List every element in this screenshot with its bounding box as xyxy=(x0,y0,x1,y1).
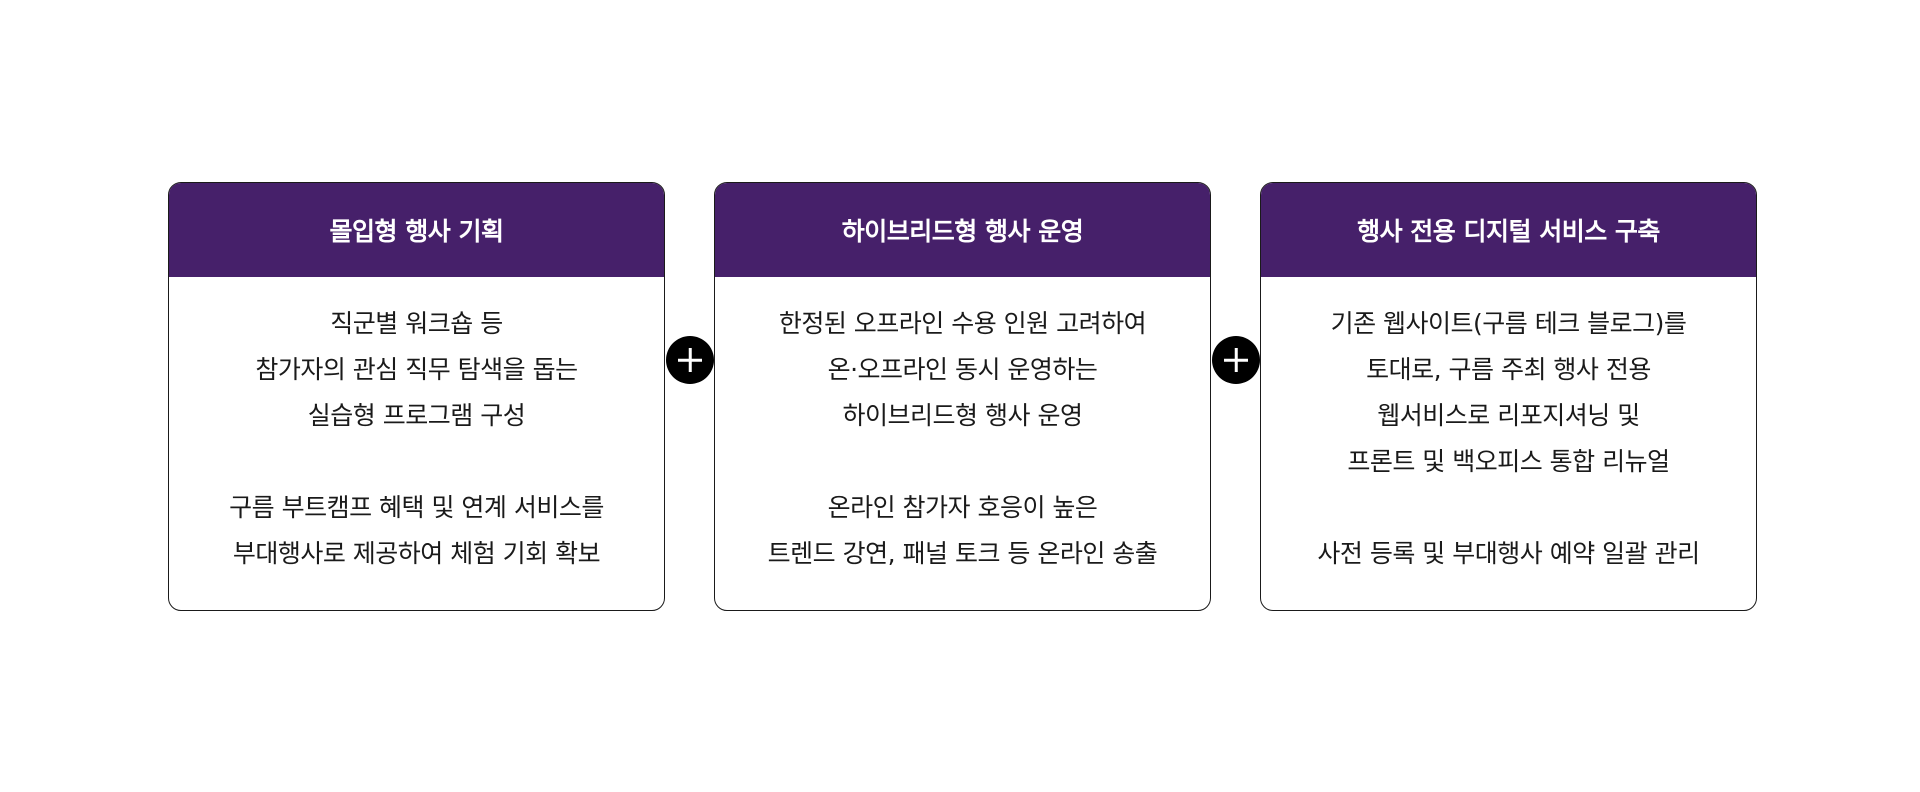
card-title: 몰입형 행사 기획 xyxy=(169,183,664,277)
card-body-line: 기존 웹사이트(구름 테크 블로그)를 xyxy=(1330,309,1687,338)
card-body-line: 참가자의 관심 직무 탐색을 돕는 xyxy=(255,355,578,384)
card-digital-service-build: 행사 전용 디지털 서비스 구축 기존 웹사이트(구름 테크 블로그)를 토대로… xyxy=(1260,182,1757,611)
card-body-line: 토대로, 구름 주최 행사 전용 xyxy=(1366,355,1651,384)
plus-icon xyxy=(666,336,714,384)
plus-icon xyxy=(1212,336,1260,384)
card-body-line: 온·오프라인 동시 운영하는 xyxy=(827,355,1098,384)
card-hybrid-event-operation: 하이브리드형 행사 운영 한정된 오프라인 수용 인원 고려하여 온·오프라인 … xyxy=(714,182,1211,611)
card-body-line: 사전 등록 및 부대행사 예약 일괄 관리 xyxy=(1317,539,1700,568)
card-title: 행사 전용 디지털 서비스 구축 xyxy=(1261,183,1756,277)
card-body-line: 구름 부트캠프 혜택 및 연계 서비스를 xyxy=(229,493,604,522)
card-body-line: 프론트 및 백오피스 통합 리뉴얼 xyxy=(1347,447,1670,476)
card-body: 한정된 오프라인 수용 인원 고려하여 온·오프라인 동시 운영하는 하이브리드… xyxy=(715,277,1210,577)
card-body: 직군별 워크숍 등 참가자의 관심 직무 탐색을 돕는 실습형 프로그램 구성 … xyxy=(169,277,664,577)
card-body: 기존 웹사이트(구름 테크 블로그)를 토대로, 구름 주최 행사 전용 웹서비… xyxy=(1261,277,1756,577)
card-body-line: 웹서비스로 리포지셔닝 및 xyxy=(1377,401,1640,430)
card-body-line: 부대행사로 제공하여 체험 기회 확보 xyxy=(232,539,601,568)
card-body-line xyxy=(1261,485,1756,531)
card-body-line: 직군별 워크숍 등 xyxy=(330,309,503,338)
card-immersive-event-planning: 몰입형 행사 기획 직군별 워크숍 등 참가자의 관심 직무 탐색을 돕는 실습… xyxy=(168,182,665,611)
card-body-line xyxy=(169,439,664,485)
card-body-line xyxy=(715,439,1210,485)
card-title: 하이브리드형 행사 운영 xyxy=(715,183,1210,277)
card-body-line: 한정된 오프라인 수용 인원 고려하여 xyxy=(778,309,1147,338)
card-body-line: 하이브리드형 행사 운영 xyxy=(842,401,1083,430)
card-body-line: 온라인 참가자 호응이 높은 xyxy=(827,493,1098,522)
card-body-line: 실습형 프로그램 구성 xyxy=(307,401,526,430)
card-body-line: 트렌드 강연, 패널 토크 등 온라인 송출 xyxy=(767,539,1158,568)
